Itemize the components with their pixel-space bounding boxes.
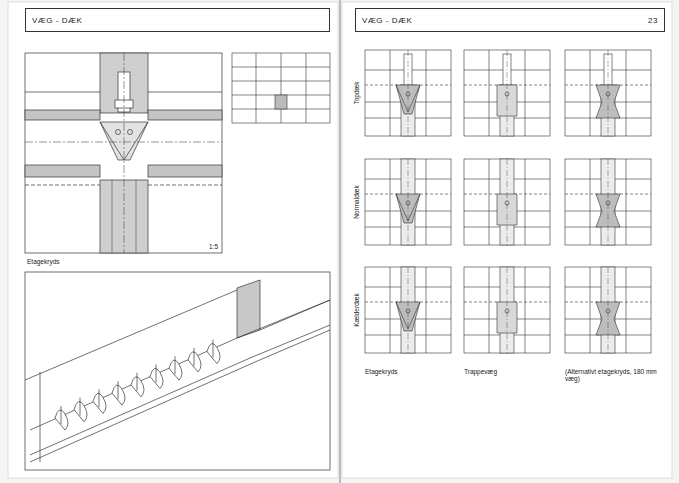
- spine: [339, 0, 341, 483]
- row-label: Topdæk: [353, 81, 360, 104]
- figure-caption: Etagekryds: [27, 258, 60, 265]
- bolt-line: [137, 373, 138, 391]
- detail-square: [565, 159, 651, 245]
- bolt-line: [61, 406, 62, 424]
- bolt-line: [194, 348, 195, 366]
- header-bar: VÆG - DÆK 23: [355, 8, 665, 32]
- column-label: Trappevæg: [464, 368, 497, 375]
- column-label: Etagekryds: [365, 368, 398, 375]
- bolt-line: [175, 356, 176, 374]
- detail-square: [365, 267, 451, 353]
- bracket-symbol: [112, 385, 125, 405]
- bracket-symbol: [93, 393, 106, 413]
- bracket-symbol: [169, 360, 182, 380]
- detail-square: [464, 50, 550, 136]
- header-bar: VÆG - DÆK: [25, 8, 330, 32]
- key-plan: [232, 53, 330, 123]
- row-label: Normaldæk: [353, 185, 360, 219]
- bolt-line: [156, 365, 157, 383]
- bracket-symbol: [74, 402, 87, 422]
- page-heading: VÆG - DÆK: [362, 16, 412, 25]
- detail-square: [464, 159, 550, 245]
- isometric-view: [25, 272, 330, 470]
- bolt-line: [118, 381, 119, 399]
- bolt-line: [80, 398, 81, 416]
- bracket-symbol: [150, 368, 163, 388]
- detail-square: [565, 267, 651, 353]
- scale-label: 1:5: [209, 243, 218, 250]
- bracket-symbol: [55, 410, 68, 430]
- detail-square: [365, 159, 451, 245]
- right-page: [342, 2, 672, 478]
- page-number: 23: [648, 16, 658, 25]
- section-drawing: [25, 53, 222, 253]
- row-label: Kælderdæk: [353, 293, 360, 327]
- column-label: (Alternativt etagekryds, 180 mm væg): [565, 368, 657, 383]
- left-page: [8, 2, 338, 478]
- bracket-symbol: [188, 352, 201, 372]
- bracket-symbol: [207, 343, 220, 363]
- page-heading: VÆG - DÆK: [32, 16, 82, 25]
- bolt-line: [213, 340, 214, 358]
- detail-square: [565, 50, 651, 136]
- detail-square: [365, 50, 451, 136]
- detail-square: [464, 267, 550, 353]
- bracket-symbol: [131, 377, 144, 397]
- bolt-line: [99, 389, 100, 407]
